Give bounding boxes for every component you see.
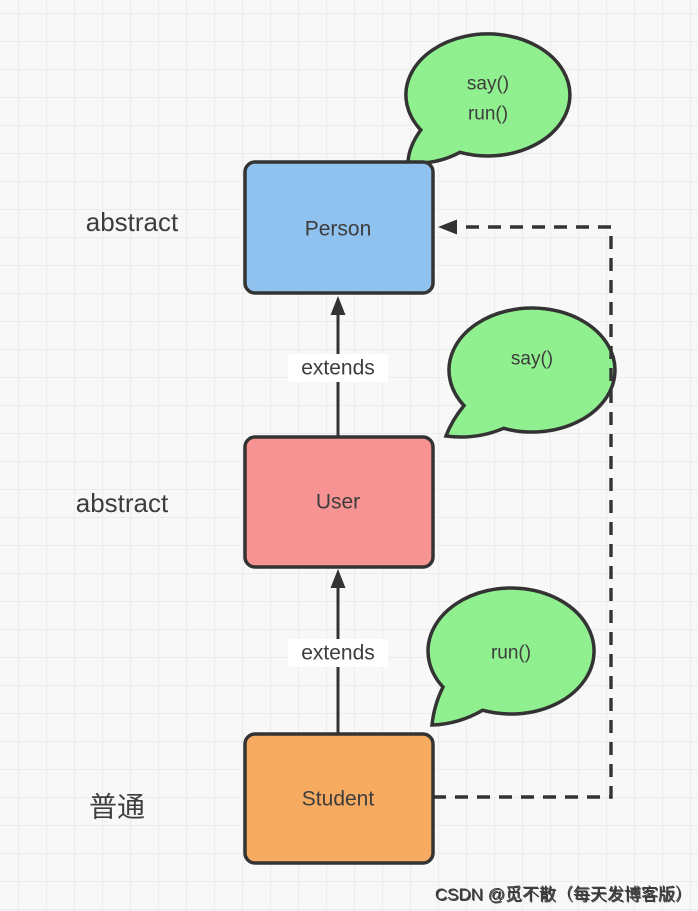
row-label-abstract-user: abstract xyxy=(76,488,169,518)
person-box-label: Person xyxy=(305,218,372,241)
row-label-abstract-person: abstract xyxy=(86,207,179,237)
bubble-method-run: run() xyxy=(468,104,508,125)
person-box xyxy=(243,160,435,295)
user-methods-bubble: say() xyxy=(443,306,617,439)
csdn-watermark-text: CSDN @觅不散（每天发博客版） xyxy=(435,885,692,904)
arrowhead-up-icon xyxy=(330,296,346,315)
student-box-label: Student xyxy=(302,788,375,811)
student-box xyxy=(243,732,435,865)
arrowhead-left-icon xyxy=(438,219,457,235)
arrowhead-up-icon xyxy=(330,569,346,588)
edge-label-bg xyxy=(288,354,388,382)
dashed-reference-arrow xyxy=(433,219,613,799)
row-label-putong-student: 普通 xyxy=(89,792,145,823)
user-class-node: User xyxy=(243,435,435,569)
user-box-label: User xyxy=(316,491,360,514)
speech-bubble-shape xyxy=(443,306,617,439)
person-methods-bubble: say() run() xyxy=(404,32,572,165)
csdn-watermark: CSDN @觅不散（每天发博客版） CSDN @觅不散（每天发博客版） xyxy=(435,885,693,905)
student-methods-bubble: run() xyxy=(426,586,596,727)
bubble-method-run: run() xyxy=(491,643,531,664)
bubble-method-say: say() xyxy=(511,349,553,370)
person-class-node: Person xyxy=(243,160,435,295)
bubble-method-say: say() xyxy=(467,74,509,95)
edge-label-extends: extends xyxy=(301,357,375,380)
student-class-node: Student xyxy=(243,732,435,865)
edge-label-bg xyxy=(288,639,388,667)
speech-bubble-shape xyxy=(426,586,596,727)
speech-bubble-shape xyxy=(404,32,572,165)
user-box xyxy=(243,435,435,569)
edge-label-extends: extends xyxy=(301,642,375,665)
extends-arrow-user-person: extends xyxy=(288,296,388,437)
csdn-watermark-highlight: CSDN @觅不散（每天发博客版） xyxy=(436,886,693,905)
dashed-connector-line xyxy=(433,225,613,799)
extends-arrow-student-user: extends xyxy=(288,569,388,733)
